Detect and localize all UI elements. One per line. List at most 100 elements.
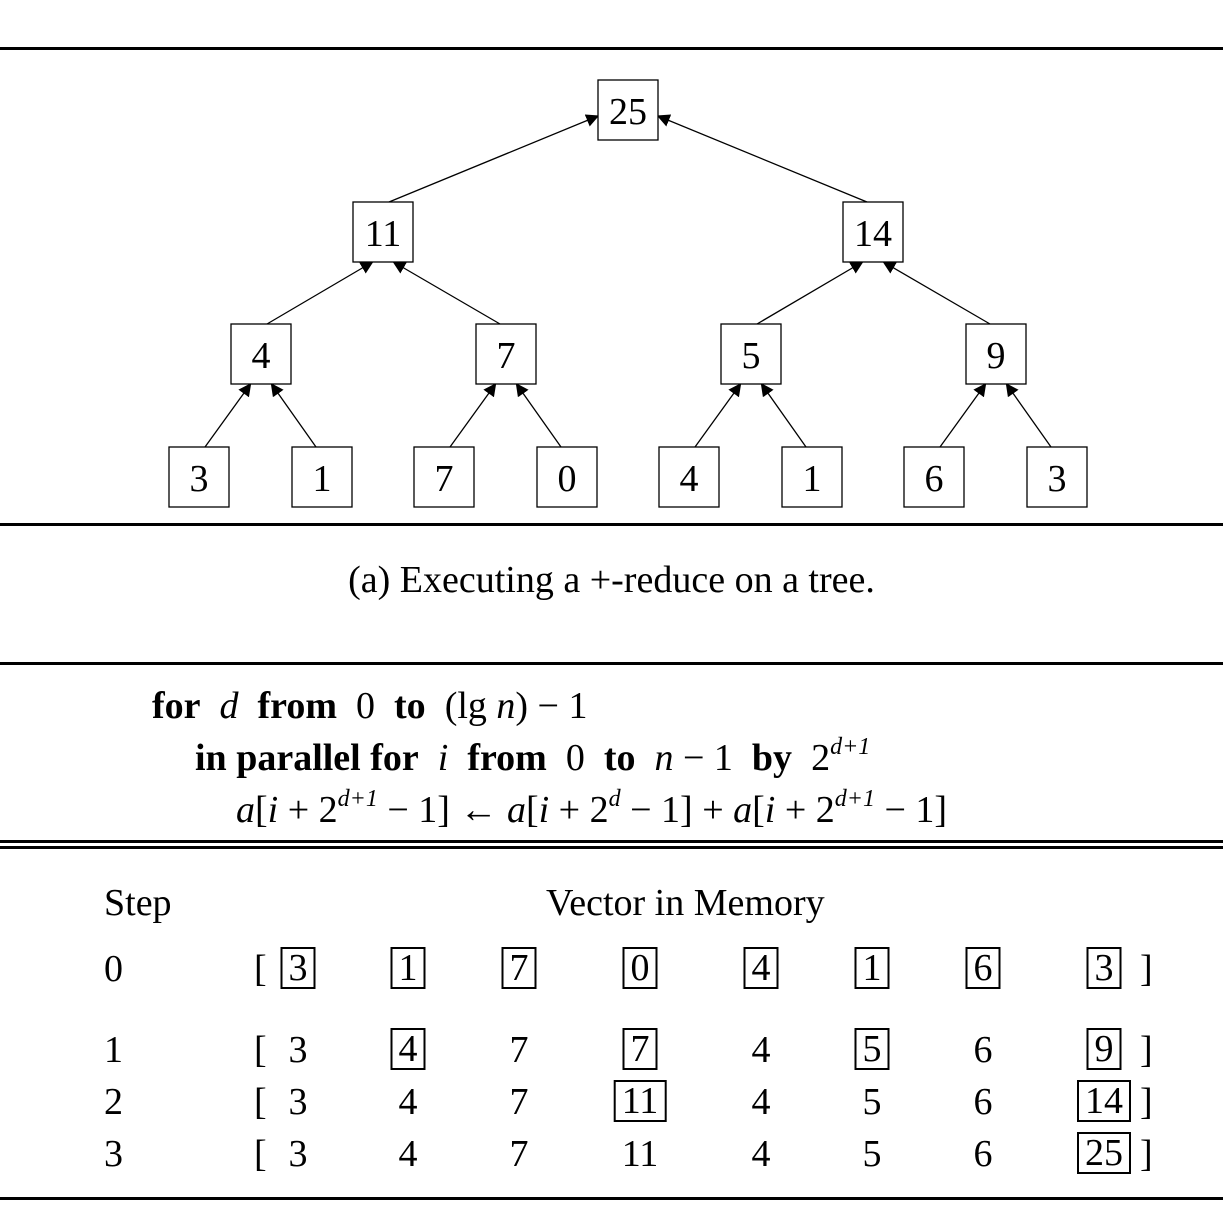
tree-edge-arrow bbox=[1005, 382, 1052, 448]
header-step: Step bbox=[104, 882, 172, 924]
code-line-1: for d from 0 to (lg n) − 1 bbox=[152, 685, 588, 727]
vector-cell-boxed: 11 bbox=[613, 1080, 667, 1122]
tree-node-value: 9 bbox=[987, 335, 1006, 377]
vector-cell: 5 bbox=[862, 1133, 882, 1175]
vector-cell: 3 bbox=[288, 1081, 308, 1123]
vector-cell: 4 bbox=[751, 1081, 771, 1123]
close-bracket: ] bbox=[1140, 1133, 1153, 1175]
tree-node-box bbox=[291, 446, 353, 508]
tree-node-root: 25 bbox=[597, 79, 659, 141]
tree-edge-arrow bbox=[388, 114, 600, 203]
tree-node-box bbox=[781, 446, 843, 508]
step-number: 3 bbox=[104, 1133, 123, 1175]
tree-node-leaf: 3 bbox=[168, 446, 230, 508]
tree-edge-arrow bbox=[449, 382, 497, 448]
vector-cell-boxed: 9 bbox=[1086, 1028, 1122, 1070]
open-bracket: [ bbox=[254, 1081, 267, 1123]
vector-cell-boxed: 6 bbox=[965, 947, 1001, 989]
tree-node-box bbox=[352, 201, 414, 263]
tree-node-box bbox=[1026, 446, 1088, 508]
tree-edge-arrow bbox=[270, 382, 317, 448]
vector-cell: 4 bbox=[398, 1133, 418, 1175]
tree-node-value: 3 bbox=[190, 458, 209, 500]
tree-node-leaf: 0 bbox=[536, 446, 598, 508]
vector-cell-boxed: 4 bbox=[743, 947, 779, 989]
open-bracket: [ bbox=[254, 1029, 267, 1071]
vector-cell-boxed: 14 bbox=[1077, 1080, 1131, 1122]
tree-node-level1: 14 bbox=[842, 201, 904, 263]
tree-node-leaf: 1 bbox=[781, 446, 843, 508]
tree-edge-arrow bbox=[515, 382, 562, 448]
tree-node-leaf: 7 bbox=[413, 446, 475, 508]
open-bracket: [ bbox=[254, 1133, 267, 1175]
vector-cell-boxed: 0 bbox=[622, 947, 658, 989]
vector-cell-boxed: 25 bbox=[1077, 1132, 1131, 1174]
tree-node-value: 3 bbox=[1048, 458, 1067, 500]
tree-node-value: 6 bbox=[925, 458, 944, 500]
open-bracket: [ bbox=[254, 948, 267, 990]
step-number: 2 bbox=[104, 1081, 123, 1123]
tree-node-value: 0 bbox=[558, 458, 577, 500]
tree-node-value: 11 bbox=[365, 213, 402, 255]
tree-node-level2: 9 bbox=[965, 323, 1027, 385]
vector-cell: 7 bbox=[509, 1081, 529, 1123]
tree-node-value: 4 bbox=[680, 458, 699, 500]
vector-cell: 11 bbox=[621, 1133, 659, 1175]
code-line-3: a[i + 2d+1 − 1] ← a[i + 2d − 1] + a[i + … bbox=[236, 786, 948, 831]
vector-cell-boxed: 3 bbox=[280, 947, 316, 989]
code-bottom-rule-2 bbox=[0, 846, 1223, 849]
vector-cell-boxed: 5 bbox=[854, 1028, 890, 1070]
tree-edge-arrow bbox=[882, 261, 991, 325]
header-vector: Vector in Memory bbox=[546, 882, 825, 924]
tree-bottom-rule bbox=[0, 523, 1223, 526]
step-number: 1 bbox=[104, 1029, 123, 1071]
tree-node-leaf: 1 bbox=[291, 446, 353, 508]
tree-node-value: 1 bbox=[803, 458, 822, 500]
table-bottom-rule bbox=[0, 1197, 1223, 1200]
tree-edge-arrow bbox=[392, 261, 501, 325]
vector-cell: 7 bbox=[509, 1133, 529, 1175]
tree-edge-arrow bbox=[760, 382, 807, 448]
vector-cell: 4 bbox=[398, 1081, 418, 1123]
code-top-rule bbox=[0, 662, 1223, 665]
tree-edge-arrow bbox=[204, 382, 252, 448]
close-bracket: ] bbox=[1140, 948, 1153, 990]
vector-cell-boxed: 7 bbox=[501, 947, 537, 989]
vector-cell-boxed: 1 bbox=[390, 947, 426, 989]
tree-node-level2: 7 bbox=[475, 323, 537, 385]
tree-edge-arrow bbox=[939, 382, 987, 448]
tree-node-value: 4 bbox=[252, 335, 271, 377]
tree-node-box bbox=[658, 446, 720, 508]
tree-node-value: 5 bbox=[742, 335, 761, 377]
close-bracket: ] bbox=[1140, 1081, 1153, 1123]
tree-node-box bbox=[720, 323, 782, 385]
tree-edge-arrow bbox=[756, 261, 864, 325]
tree-node-box bbox=[475, 323, 537, 385]
vector-cell-boxed: 1 bbox=[854, 947, 890, 989]
tree-node-leaf: 3 bbox=[1026, 446, 1088, 508]
vector-cell-boxed: 4 bbox=[390, 1028, 426, 1070]
tree-node-leaf: 4 bbox=[658, 446, 720, 508]
vector-cell: 6 bbox=[973, 1081, 993, 1123]
vector-cell: 5 bbox=[862, 1081, 882, 1123]
reduce-tree-diagram: 25 11 14 4 7 5 9 3 1 7 0 4 1 6 3 bbox=[168, 79, 1088, 508]
vector-cell: 6 bbox=[973, 1133, 993, 1175]
tree-node-box bbox=[903, 446, 965, 508]
top-rule bbox=[0, 47, 1223, 50]
vector-cell: 3 bbox=[288, 1133, 308, 1175]
code-bottom-rule-1 bbox=[0, 840, 1223, 843]
vector-cell: 4 bbox=[751, 1029, 771, 1071]
tree-node-value: 7 bbox=[435, 458, 454, 500]
tree-node-box bbox=[536, 446, 598, 508]
tree-edge-arrow bbox=[694, 382, 742, 448]
tree-node-value: 25 bbox=[609, 91, 647, 133]
tree-node-leaf: 6 bbox=[903, 446, 965, 508]
tree-node-box bbox=[842, 201, 904, 263]
tree-node-level2: 4 bbox=[230, 323, 292, 385]
vector-cell-boxed: 3 bbox=[1086, 947, 1122, 989]
tree-node-value: 14 bbox=[854, 213, 892, 255]
vector-cell-boxed: 7 bbox=[622, 1028, 658, 1070]
close-bracket: ] bbox=[1140, 1029, 1153, 1071]
